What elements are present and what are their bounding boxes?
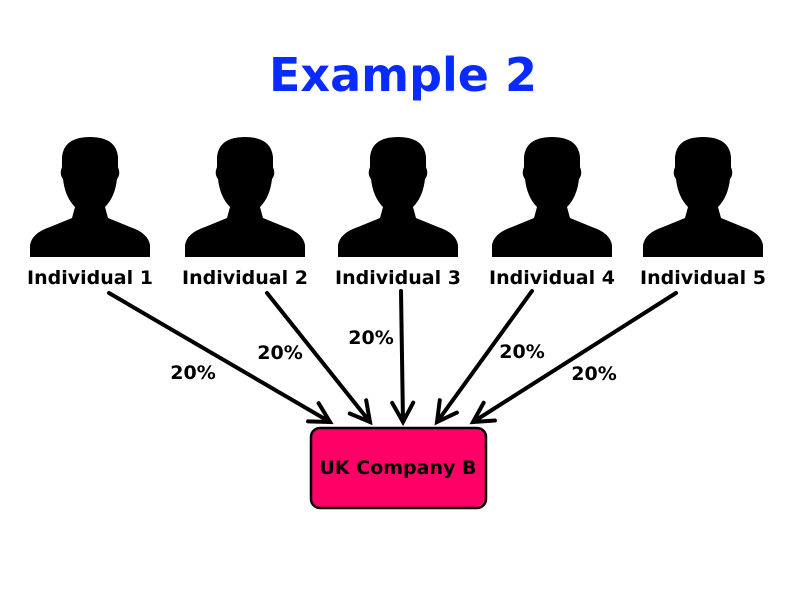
company-box-shape	[309, 426, 488, 510]
person-silhouette-icon	[492, 137, 612, 257]
diagram-title: Example 2	[269, 48, 537, 102]
ownership-arrow	[107, 291, 334, 425]
person-silhouette-icon	[643, 137, 763, 257]
share-percentage: 20%	[499, 341, 544, 363]
individual-label: Individual 4	[489, 267, 615, 289]
ownership-arrow	[265, 291, 373, 426]
ownership-arrow	[469, 291, 678, 425]
share-percentage: 20%	[170, 362, 215, 384]
company-box: UK Company B	[309, 426, 488, 510]
individual-label: Individual 1	[27, 267, 153, 289]
share-percentage: 20%	[257, 342, 302, 364]
individual-label: Individual 5	[640, 267, 766, 289]
ownership-arrow	[390, 289, 416, 427]
ownership-arrow	[434, 289, 534, 426]
share-percentage: 20%	[348, 327, 393, 349]
individual-label: Individual 2	[182, 267, 308, 289]
person-silhouette-icon	[185, 137, 305, 257]
person-silhouette-icon	[30, 137, 150, 257]
company-label: UK Company B	[320, 457, 477, 479]
person-silhouette-icon	[338, 137, 458, 257]
share-percentage: 20%	[571, 363, 616, 385]
individual-label: Individual 3	[335, 267, 461, 289]
